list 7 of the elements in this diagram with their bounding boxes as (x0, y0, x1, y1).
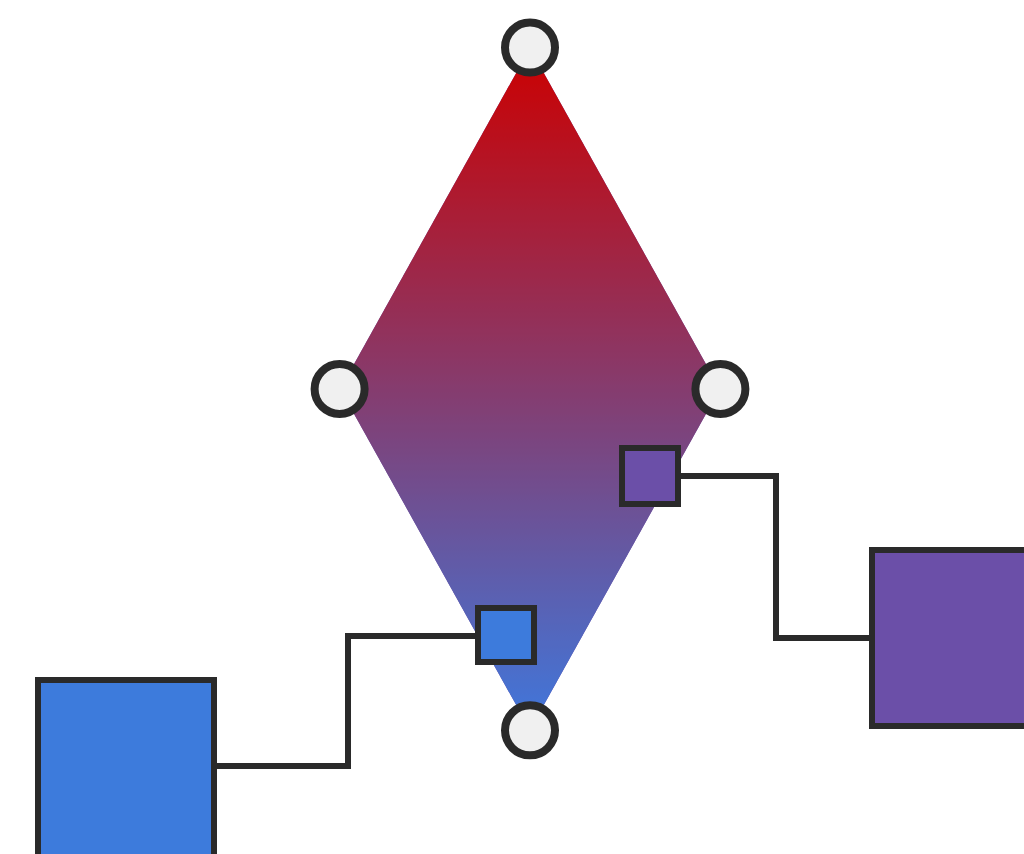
connector-line (681, 473, 869, 641)
diamond-with-handles-drawing (310, 18, 750, 760)
square-box (475, 604, 537, 665)
square-box (619, 444, 681, 507)
square-box (35, 676, 217, 854)
square-box (869, 546, 1024, 729)
connector-line (217, 632, 475, 769)
